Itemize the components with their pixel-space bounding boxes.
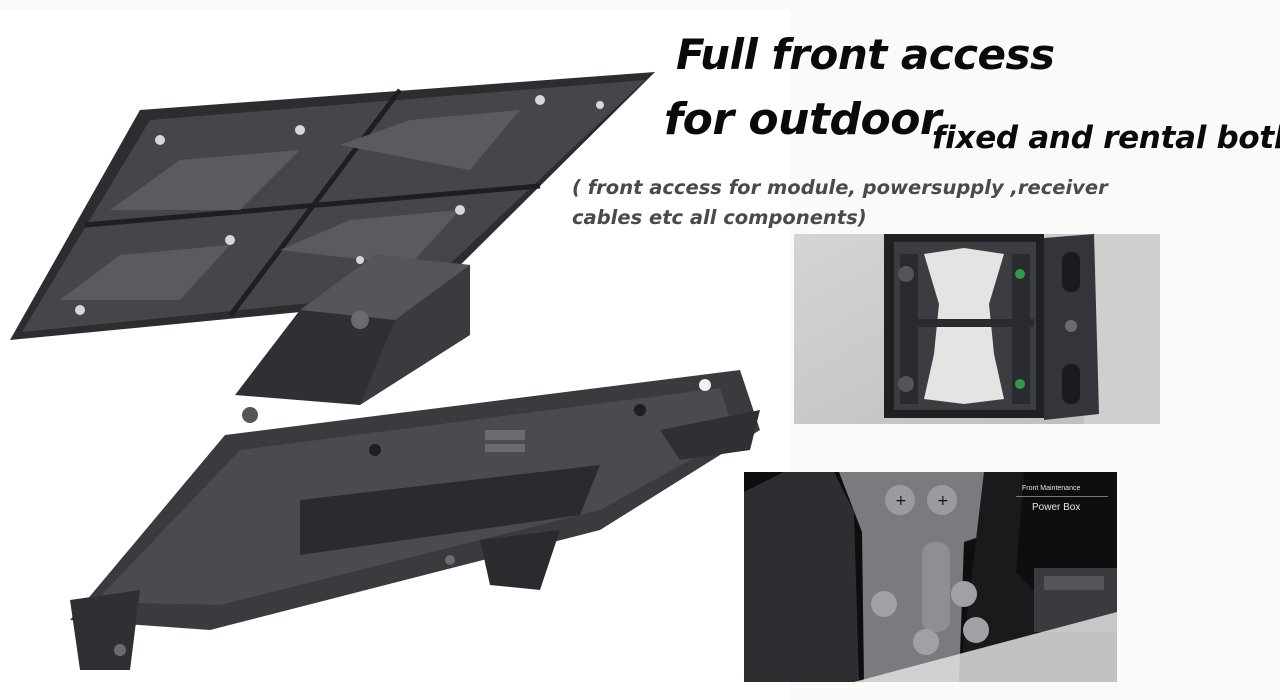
headline-line-2: for outdoor	[664, 94, 942, 145]
cabinet-front-drawing	[794, 234, 1160, 424]
led-cabinet-exploded-illustration	[0, 10, 790, 700]
power-box-closeup-drawing: + +	[744, 472, 1117, 682]
headline-line-3: fixed and rental both	[932, 120, 1280, 156]
svg-text:+: +	[937, 493, 949, 509]
svg-text:+: +	[895, 493, 907, 509]
overlay-caption: Front Maintenance	[1022, 485, 1081, 492]
headline-line-1: Full front access	[676, 30, 1055, 79]
overlay-label: Power Box	[1032, 502, 1081, 513]
cabinet-frame	[70, 370, 760, 670]
subtitle-line-1: ( front access for module, powersupply ,…	[572, 176, 1108, 199]
cabinet-front-photo	[794, 234, 1160, 424]
led-module-panel	[10, 72, 655, 340]
power-box-unit	[235, 255, 470, 423]
subtitle-line-2: cables etc all components)	[572, 206, 867, 229]
power-box-closeup-photo: + + Front Maintenance Power Box	[744, 472, 1117, 682]
